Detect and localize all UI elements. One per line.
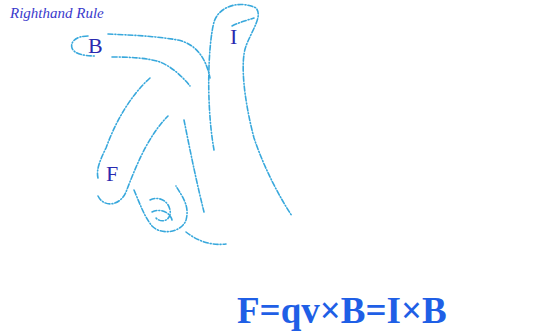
curled-finger-joint: [150, 198, 170, 220]
field-label: B: [88, 35, 103, 57]
thumb-crease: [232, 18, 254, 26]
diagram-title: Righthand Rule: [10, 6, 104, 21]
curled-finger-joint: [152, 210, 172, 220]
palm-edge: [184, 120, 204, 212]
middle-finger-tip: [98, 116, 168, 204]
curled-fingers: [134, 186, 187, 232]
index-finger-lower: [112, 57, 190, 86]
middle-finger-outline: [97, 78, 150, 178]
current-label: I: [230, 26, 237, 48]
index-finger-outline: [108, 34, 210, 78]
force-label: F: [106, 163, 118, 185]
thumb-outline: [209, 4, 292, 216]
wrist-line: [186, 232, 226, 244]
formula-caption: F=qv×B=I×B: [237, 292, 447, 329]
